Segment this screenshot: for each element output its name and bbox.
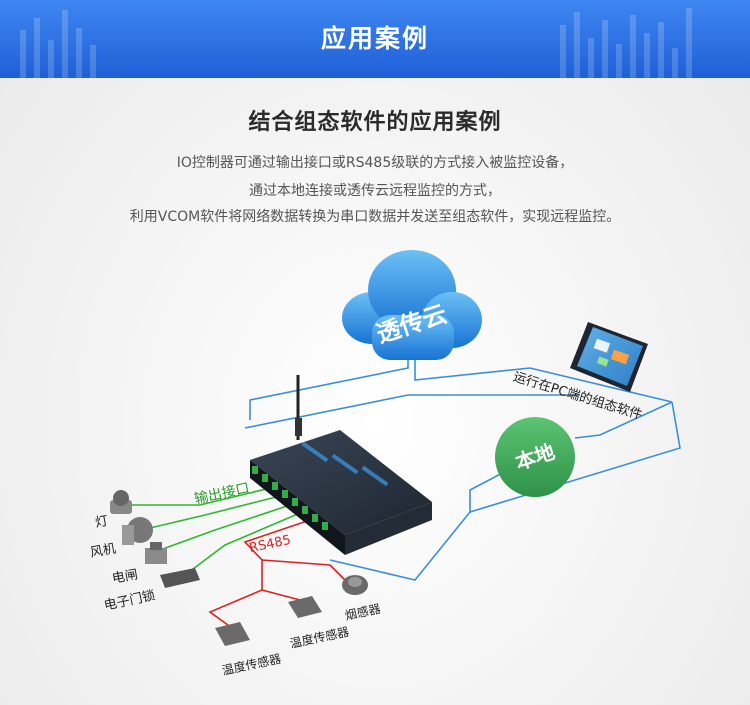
header-title: 应用案例	[320, 24, 429, 53]
switch-icon	[145, 542, 167, 564]
device-label-lamp: 灯	[94, 514, 109, 531]
pc-monitor-icon	[570, 322, 648, 392]
fan-icon	[122, 517, 153, 545]
io-controller-icon	[250, 375, 432, 555]
output-lines	[125, 487, 301, 576]
device-label-fan: 风机	[89, 542, 117, 561]
rs485-label: RS485	[248, 533, 292, 556]
local-connection-icon	[495, 417, 575, 497]
description-line-2: 通过本地连接或透传云远程监控的方式，	[249, 183, 501, 199]
sensor-label-1: 温度传感器	[221, 651, 283, 678]
device-label-switch: 电闸	[111, 568, 139, 587]
section-title: 结合组态软件的应用案例	[248, 110, 502, 135]
lamp-icon	[110, 490, 132, 514]
description-line-3: 利用VCOM软件将网络数据转换为串口数据并发送至组态软件，实现远程监控。	[129, 209, 621, 225]
header-banner: 应用案例	[0, 0, 750, 78]
cloud-icon	[342, 250, 482, 360]
rs485-lines	[208, 519, 346, 629]
door-lock-icon	[160, 568, 200, 588]
description-line-1: IO控制器可通过输出接口或RS485级联的方式接入被监控设备，	[176, 155, 574, 171]
output-interface-label: 输出接口	[193, 479, 251, 507]
device-label-lock: 电子门锁	[103, 587, 157, 613]
temperature-sensor-icon	[215, 622, 250, 646]
sensor-label-3: 烟感器	[344, 601, 382, 623]
smoke-detector-icon	[342, 575, 368, 595]
temperature-sensor-icon	[288, 596, 322, 618]
banner-pattern	[20, 8, 692, 78]
application-diagram: 透传云 运行在PC端的组态软件 本地 输出接口 RS485	[89, 250, 681, 678]
sensor-label-2: 温度传感器	[289, 624, 351, 651]
